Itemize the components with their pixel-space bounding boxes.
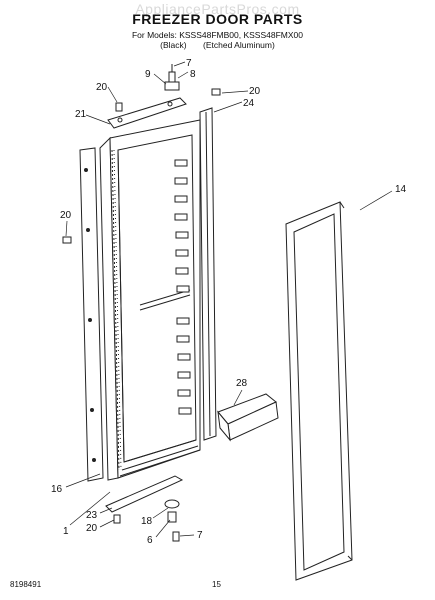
door-bin — [217, 393, 279, 442]
callout-23: 23 — [86, 510, 98, 521]
screws — [62, 88, 221, 542]
page-title: FREEZER DOOR PARTS — [132, 11, 303, 27]
bottom-hinge-bracket — [105, 475, 184, 523]
page-number: 15 — [212, 580, 221, 589]
variant-aluminum: (Etched Aluminum) — [203, 40, 275, 50]
callout-8: 8 — [190, 69, 196, 80]
document-number: 8198491 — [10, 580, 42, 589]
top-hinge-bracket — [107, 97, 187, 129]
mounting-strip — [79, 147, 104, 482]
variant-black: (Black) — [160, 40, 187, 50]
callout-20-top-right: 20 — [249, 86, 261, 97]
callout-1: 1 — [63, 526, 69, 537]
door-liner — [99, 119, 201, 481]
callout-9: 9 — [145, 69, 151, 80]
callout-20-mid-left: 20 — [60, 210, 72, 221]
callout-24: 24 — [243, 98, 255, 109]
liner-shelf-tabs — [174, 159, 192, 415]
callout-labels: 7 8 9 20 20 24 21 20 14 28 16 1 23 20 18… — [51, 58, 407, 546]
outer-door-panel — [285, 201, 353, 581]
door-trim-strip — [199, 107, 217, 441]
callout-20-top-left: 20 — [96, 82, 108, 93]
callout-16: 16 — [51, 484, 63, 495]
variant-labels: (Black) (Etched Aluminum) — [0, 40, 435, 50]
top-hinge-assembly — [164, 64, 180, 91]
callout-7-bottom: 7 — [197, 530, 203, 541]
callout-28: 28 — [236, 378, 248, 389]
callout-20-bottom: 20 — [86, 523, 98, 534]
callout-7-top: 7 — [186, 58, 192, 69]
watermark-text: AppliancePartsPros.com — [135, 1, 300, 17]
callout-6: 6 — [147, 535, 153, 546]
callout-14: 14 — [395, 184, 407, 195]
callout-21: 21 — [75, 109, 87, 120]
leader-lines — [65, 61, 393, 538]
callout-18: 18 — [141, 516, 153, 527]
model-list: For Models: KSSS48FMB00, KSSS48FMX00 — [131, 30, 304, 40]
